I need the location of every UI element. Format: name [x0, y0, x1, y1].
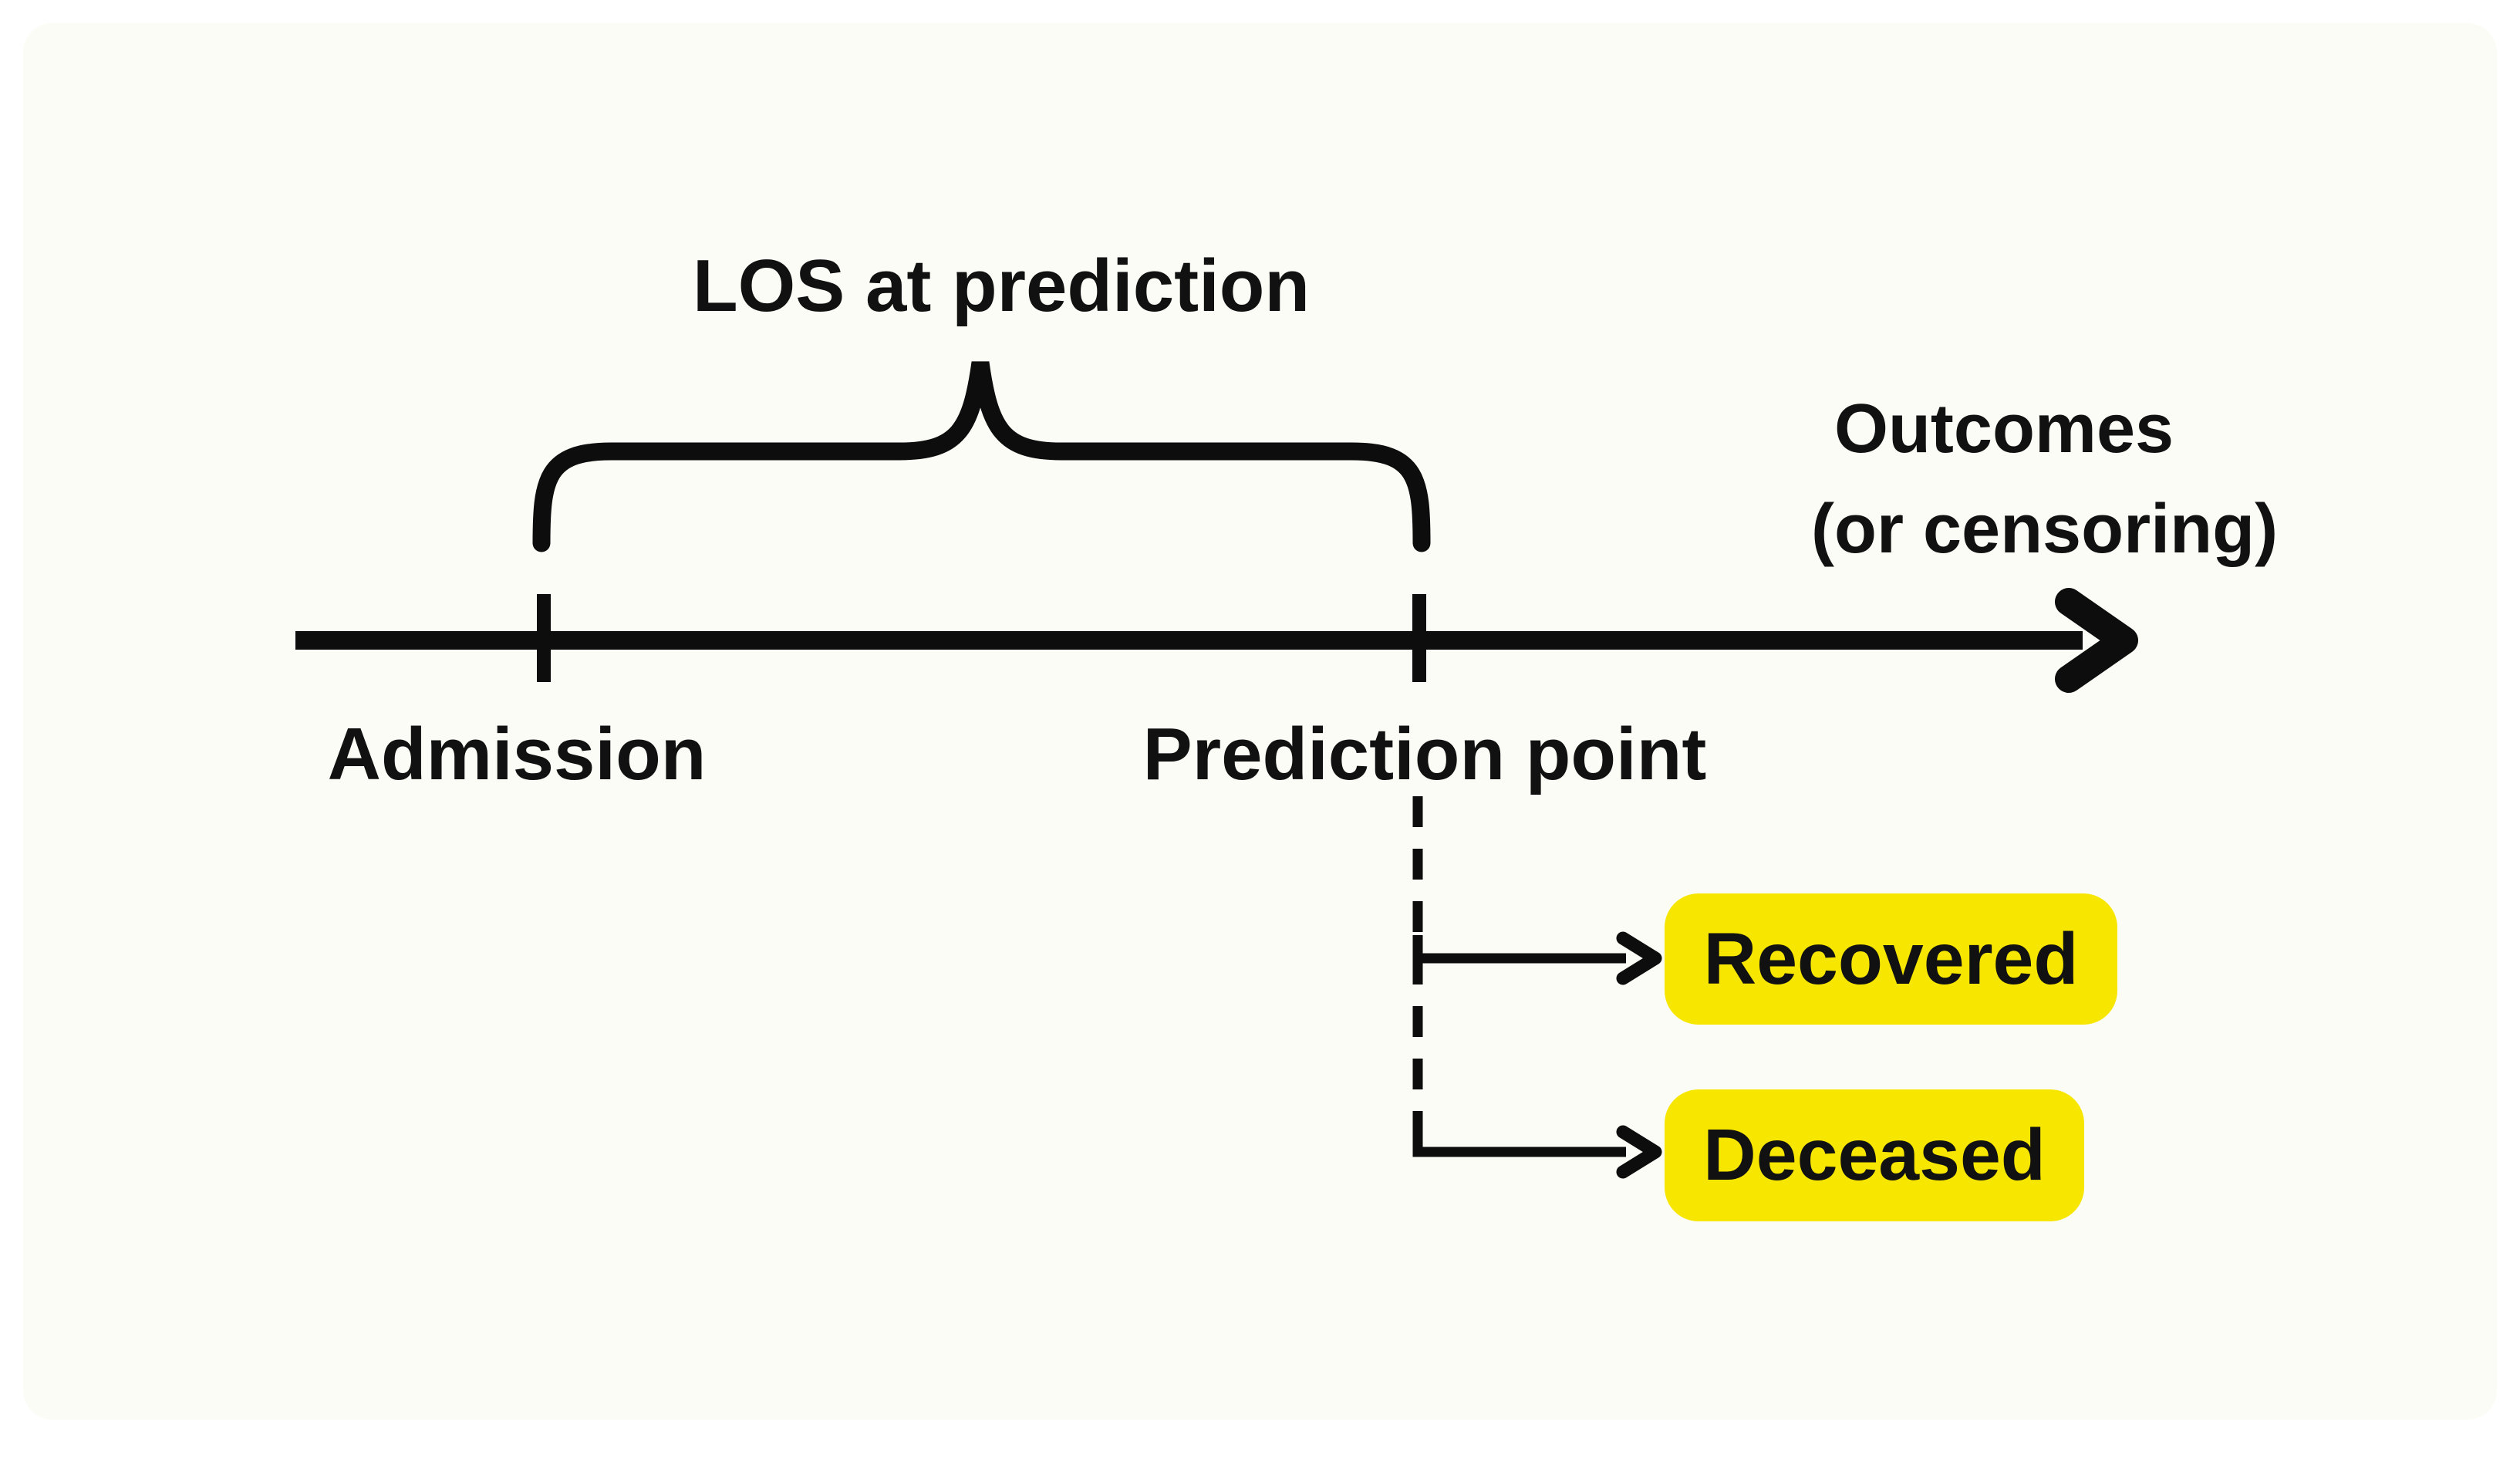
prediction-point-label: Prediction point — [1142, 713, 1707, 795]
outcome-badge-deceased: Deceased — [1665, 1089, 2084, 1221]
branch-arrowhead-deceased-icon — [1616, 1125, 1662, 1179]
los-brace-icon — [532, 361, 1431, 552]
outcome-badge-recovered: Recovered — [1665, 893, 2117, 1025]
branch-line-deceased — [1412, 1119, 1626, 1157]
figure-card-background — [23, 23, 2497, 1420]
admission-label: Admission — [327, 713, 707, 795]
outcomes-label-line2: (or censoring) — [1811, 491, 2279, 568]
los-at-prediction-label: LOS at prediction — [692, 245, 1311, 327]
outcomes-label: Outcomes (or censoring) — [1811, 379, 2279, 579]
outcomes-label-line1: Outcomes — [1833, 390, 2174, 468]
timeline-arrowhead-icon — [2055, 588, 2138, 693]
branch-arrowhead-recovered-icon — [1616, 931, 1662, 985]
branch-line-recovered — [1412, 935, 1626, 964]
